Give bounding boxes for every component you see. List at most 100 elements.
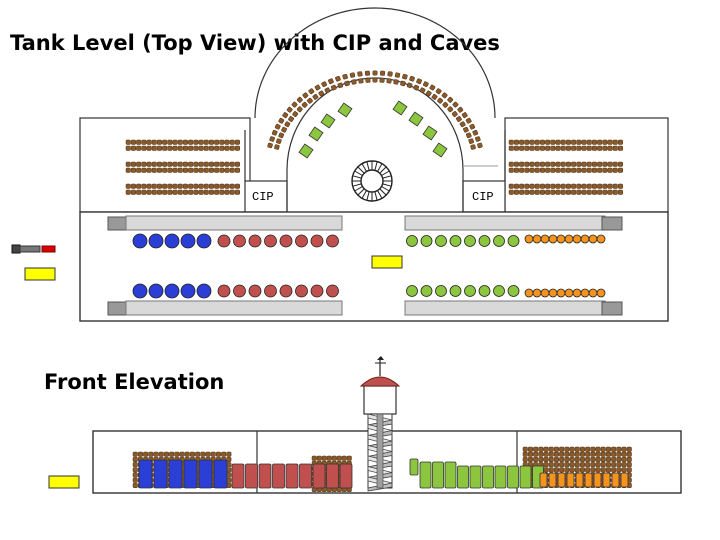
barrel — [465, 132, 472, 139]
yellow-marker-center — [371, 255, 403, 269]
barrel — [469, 123, 476, 130]
red-tank — [295, 284, 308, 298]
blue-tank — [213, 459, 228, 489]
barrel — [529, 167, 535, 173]
barrel — [585, 446, 591, 452]
barrel — [600, 451, 606, 457]
barrel — [565, 189, 571, 195]
barrel — [571, 167, 577, 173]
orange-tank — [540, 234, 550, 244]
orange-tank — [556, 234, 566, 244]
barrel — [548, 467, 554, 473]
barrel — [141, 167, 147, 173]
barrel — [267, 142, 273, 149]
barrel — [198, 161, 204, 167]
barrel — [590, 462, 596, 468]
barrel — [550, 161, 556, 167]
red-tank — [264, 284, 277, 298]
barrel — [555, 167, 561, 173]
red-tank — [272, 463, 285, 489]
green-tank — [493, 235, 505, 247]
green-tank — [478, 285, 491, 297]
barrel — [621, 456, 627, 462]
barrel — [569, 462, 575, 468]
barrel — [452, 101, 459, 108]
barrel — [533, 446, 539, 452]
barrel — [167, 189, 173, 195]
barrel — [527, 451, 533, 457]
barrel — [214, 145, 220, 151]
barrel — [274, 144, 280, 150]
red-tank — [310, 234, 324, 248]
barrel — [616, 462, 622, 468]
barrel — [560, 145, 566, 151]
barrel — [545, 167, 551, 173]
orange-tank — [557, 472, 566, 488]
orange-tank — [572, 234, 582, 244]
barrel — [539, 139, 545, 145]
barrel — [595, 446, 601, 452]
barrel — [553, 456, 559, 462]
barrel — [519, 167, 525, 173]
barrel — [559, 446, 565, 452]
green-tank — [435, 235, 447, 247]
barrel — [188, 189, 194, 195]
barrel — [597, 189, 603, 195]
barrel — [576, 189, 582, 195]
barrel — [617, 139, 623, 145]
barrel — [576, 183, 582, 189]
barrel — [611, 451, 617, 457]
barrel — [508, 139, 514, 145]
barrel — [533, 451, 539, 457]
barrel — [539, 183, 545, 189]
catwalk-rail-top-left — [107, 215, 343, 231]
barrel — [306, 97, 313, 104]
barrel — [534, 139, 540, 145]
barrel — [422, 81, 429, 88]
barrel — [560, 189, 566, 195]
barrel — [472, 129, 479, 136]
barrel — [524, 189, 530, 195]
barrel — [156, 183, 162, 189]
barrel — [271, 129, 278, 136]
green-tank — [464, 235, 476, 247]
dome-barrel-racks — [267, 70, 483, 150]
barrel — [177, 161, 183, 167]
barrel — [543, 467, 549, 473]
barrel — [617, 189, 623, 195]
barrel — [358, 78, 364, 84]
barrel — [316, 455, 322, 461]
barrel — [612, 145, 618, 151]
barrel — [576, 139, 582, 145]
barrel — [524, 139, 530, 145]
barrel — [513, 189, 519, 195]
barrel — [214, 139, 220, 145]
orange-tank — [588, 234, 598, 244]
barrel — [574, 446, 580, 452]
barrel — [539, 161, 545, 167]
barrel — [224, 167, 230, 173]
barrel — [602, 183, 608, 189]
barrel — [513, 167, 519, 173]
barrel — [539, 167, 545, 173]
green-tank — [432, 461, 444, 489]
barrel — [286, 106, 293, 113]
front-elevation-title: Front Elevation — [44, 370, 225, 394]
barrel — [210, 451, 216, 457]
red-tank — [231, 463, 245, 489]
orange-tank — [596, 234, 606, 244]
red-tank — [248, 284, 262, 298]
barrel — [586, 139, 592, 145]
barrel — [564, 467, 570, 473]
barrel — [529, 145, 535, 151]
barrel — [581, 167, 587, 173]
blue-tank — [132, 283, 148, 299]
barrel — [219, 139, 225, 145]
barrel — [602, 161, 608, 167]
barrel — [169, 451, 175, 457]
barrel — [137, 451, 143, 457]
green-tank — [482, 465, 494, 489]
barrel — [553, 467, 559, 473]
green-tank — [464, 285, 476, 297]
barrel — [158, 451, 164, 457]
